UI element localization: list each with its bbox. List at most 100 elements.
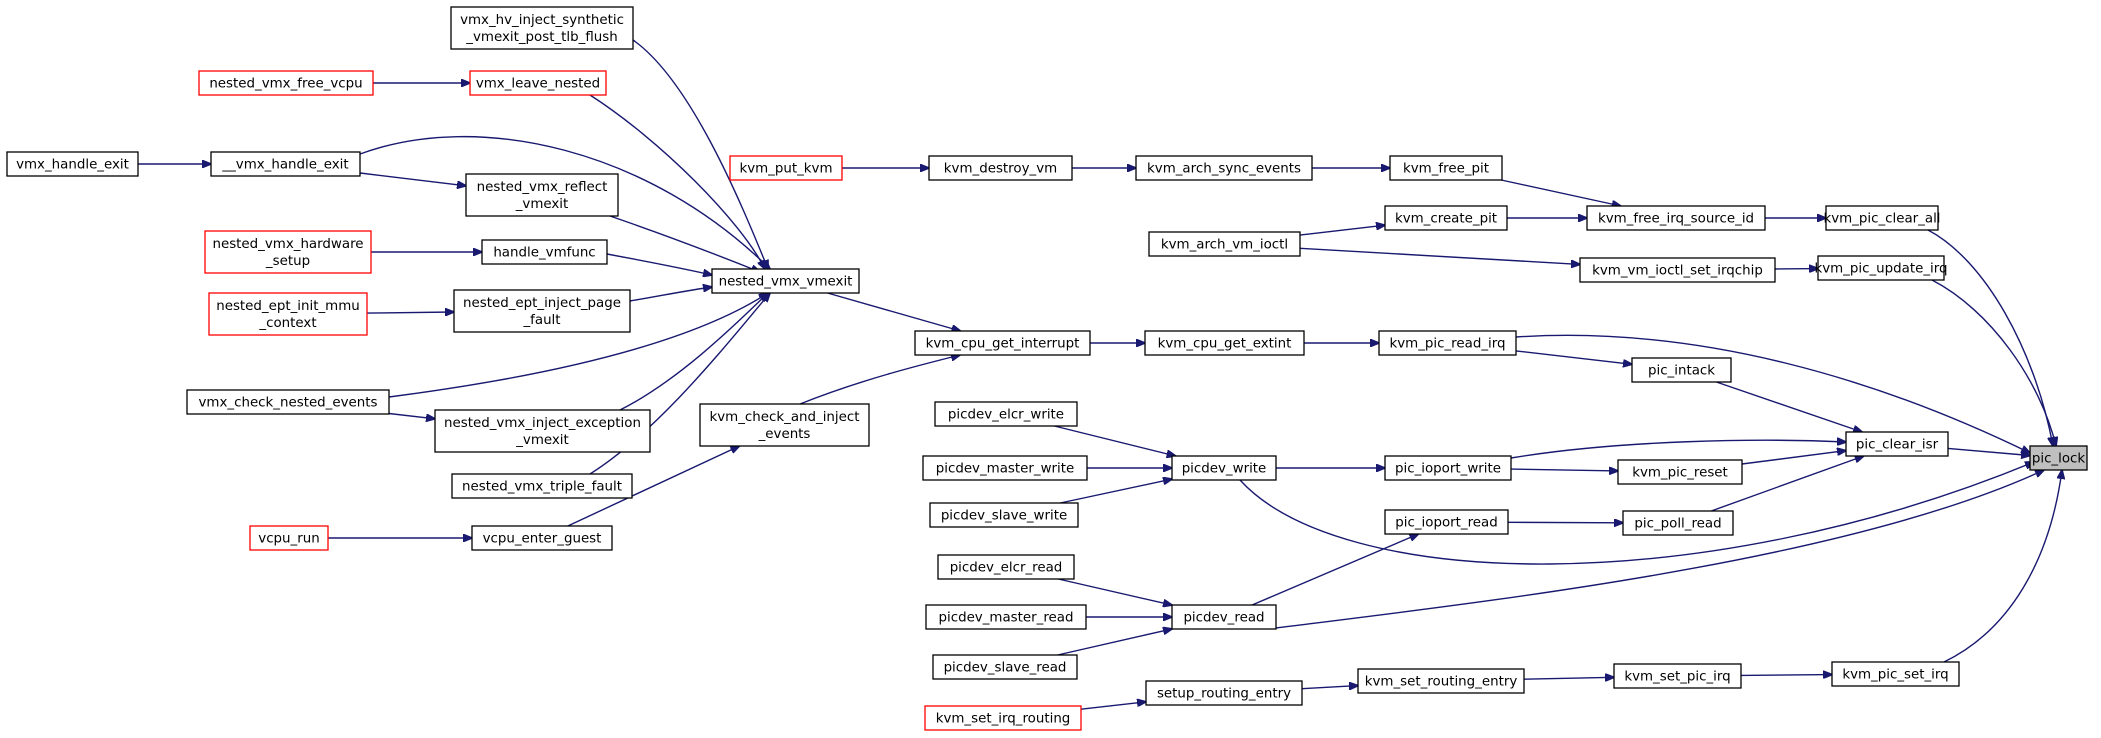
node-picdev-elcr-read[interactable]: picdev_elcr_read xyxy=(937,554,1075,580)
node-kvm-cpu-get-extint[interactable]: kvm_cpu_get_extint xyxy=(1144,330,1305,356)
node-kvm-pic-read-irq[interactable]: kvm_pic_read_irq xyxy=(1378,330,1517,356)
edges-layer xyxy=(138,39,2062,710)
node-pic-ioport-read[interactable]: pic_ioport_read xyxy=(1384,509,1509,535)
edge-arrow xyxy=(799,355,960,405)
node-box xyxy=(922,455,1088,481)
node-pic-intack[interactable]: pic_intack xyxy=(1631,357,1732,383)
node-vmx-handle-exit[interactable]: vmx_handle_exit xyxy=(6,151,139,177)
node-pic-ioport-write[interactable]: pic_ioport_write xyxy=(1384,455,1512,481)
node-kvm-set-pic-irq[interactable]: kvm_set_pic_irq xyxy=(1613,663,1742,689)
edge-nested_ept_inject_page_fault-to-nested_vmx_vmexit xyxy=(629,287,712,302)
edge-arrow xyxy=(1515,334,2030,453)
node-setup-routing-entry[interactable]: setup_routing_entry xyxy=(1145,680,1303,706)
edge-kvm_pic_set_irq-to-pic_lock xyxy=(1943,470,2062,663)
node-nested-vmx-triple-fault[interactable]: nested_vmx_triple_fault xyxy=(451,473,633,499)
node-kvm-pic-reset[interactable]: kvm_pic_reset xyxy=(1617,459,1743,485)
node-label: vmx_leave_nested xyxy=(476,77,600,92)
node-kvm-set-irq-routing[interactable]: kvm_set_irq_routing xyxy=(924,705,1082,731)
edge-arrow xyxy=(359,135,770,269)
node-label: picdev_slave_write xyxy=(941,509,1067,524)
node-picdev-master-write[interactable]: picdev_master_write xyxy=(922,455,1088,481)
node-box xyxy=(210,151,361,177)
node-box xyxy=(1622,510,1734,536)
node-box xyxy=(711,268,860,294)
node-nested-vmx-vmexit[interactable]: nested_vmx_vmexit xyxy=(711,268,860,294)
node-pic-clear-isr[interactable]: pic_clear_isr xyxy=(1845,431,1949,457)
node-nested-ept-init-mmu-context[interactable]: nested_ept_init_mmu_context xyxy=(208,292,368,336)
node-nested-vmx-inject-exception-vmexit[interactable]: nested_vmx_inject_exception_vmexit xyxy=(434,409,651,453)
node-nested-vmx-free-vcpu[interactable]: nested_vmx_free_vcpu xyxy=(198,70,374,96)
node-kvm-set-routing-entry[interactable]: kvm_set_routing_entry xyxy=(1357,668,1525,694)
node-vmx-check-nested-events[interactable]: vmx_check_nested_events xyxy=(186,389,390,415)
node-box xyxy=(1613,663,1742,689)
node-kvm-pic-clear-all[interactable]: kvm_pic_clear_all xyxy=(1823,205,1941,231)
node-pic-lock[interactable]: pic_lock xyxy=(2029,445,2088,471)
node-box xyxy=(929,502,1079,528)
node-label: nested_vmx_reflect xyxy=(477,180,608,195)
node-label: pic_ioport_write xyxy=(1395,462,1501,477)
node-kvm-check-and-inject-events[interactable]: kvm_check_and_inject_events xyxy=(699,403,870,447)
edge-arrow xyxy=(1239,462,2034,565)
node-box xyxy=(1825,205,1939,231)
node-kvm-vm-ioctl-set-irqchip[interactable]: kvm_vm_ioctl_set_irqchip xyxy=(1579,257,1776,283)
node-kvm-pic-update-irq[interactable]: kvm_pic_update_irq xyxy=(1814,255,1948,281)
node-label: kvm_vm_ioctl_set_irqchip xyxy=(1592,264,1763,279)
node-box xyxy=(699,403,870,447)
node-vcpu-run[interactable]: vcpu_run xyxy=(249,525,329,551)
node-pic-poll-read[interactable]: pic_poll_read xyxy=(1622,510,1734,536)
edge-arrow xyxy=(1943,470,2062,663)
node-vmx-leave-nested[interactable]: vmx_leave_nested xyxy=(469,70,607,96)
edge-arrow xyxy=(827,292,961,331)
edge-pic_intack-to-pic_clear_isr xyxy=(1716,381,1862,432)
node-picdev-write[interactable]: picdev_write xyxy=(1171,455,1277,481)
node-box xyxy=(914,330,1091,356)
node-label: nested_vmx_inject_exception xyxy=(444,416,641,431)
node-box xyxy=(204,230,372,274)
node-handle-vmfunc[interactable]: handle_vmfunc xyxy=(481,239,608,265)
node-label: setup_routing_entry xyxy=(1157,687,1291,702)
node-kvm-free-pit[interactable]: kvm_free_pit xyxy=(1389,155,1503,181)
node-kvm-put-kvm[interactable]: kvm_put_kvm xyxy=(729,155,843,181)
edge-arrow xyxy=(388,293,768,398)
node-kvm-create-pit[interactable]: kvm_create_pit xyxy=(1384,205,1508,231)
node-vmx-hv-inject-synthetic[interactable]: vmx_hv_inject_synthetic_vmexit_post_tlb_… xyxy=(450,6,634,50)
node-label: picdev_elcr_read xyxy=(950,561,1063,576)
node-label: vmx_hv_inject_synthetic xyxy=(460,13,624,28)
node-box xyxy=(1171,455,1277,481)
edge-pic_poll_read-to-pic_clear_isr xyxy=(1711,456,1863,512)
node-picdev-slave-read[interactable]: picdev_slave_read xyxy=(932,654,1078,680)
node-kvm-free-irq-source-id[interactable]: kvm_free_irq_source_id xyxy=(1586,205,1766,231)
node-picdev-master-read[interactable]: picdev_master_read xyxy=(925,604,1087,630)
edge-picdev_write-to-pic_lock xyxy=(1239,462,2034,565)
edge-nested_vmx_reflect_vmexit-to-nested_vmx_vmexit xyxy=(609,215,760,272)
edge-arrow xyxy=(1931,279,2056,446)
node-kvm-arch-sync-events[interactable]: kvm_arch_sync_events xyxy=(1135,155,1313,181)
node-box xyxy=(1384,205,1508,231)
edge-nested_vmx_vmexit-to-kvm_cpu_get_interrupt xyxy=(827,292,961,331)
node-label: kvm_pic_reset xyxy=(1632,466,1728,481)
edge-arrow xyxy=(1510,440,1846,459)
node-picdev-read[interactable]: picdev_read xyxy=(1171,604,1277,630)
node-kvm-arch-vm-ioctl[interactable]: kvm_arch_vm_ioctl xyxy=(1148,231,1301,257)
node-label: pic_ioport_read xyxy=(1395,516,1498,531)
edge-arrow xyxy=(1299,225,1385,236)
node-label: nested_vmx_vmexit xyxy=(719,275,853,290)
node-nested-vmx-reflect-vmexit[interactable]: nested_vmx_reflect _vmexit xyxy=(465,173,619,217)
node-picdev-slave-write[interactable]: picdev_slave_write xyxy=(929,502,1079,528)
edge-nested_vmx_triple_fault-to-nested_vmx_vmexit xyxy=(589,293,770,475)
node-box xyxy=(1135,155,1313,181)
edge-arrow xyxy=(606,253,712,275)
node-kvm-pic-set-irq[interactable]: kvm_pic_set_irq xyxy=(1831,661,1960,687)
node-picdev-elcr-write[interactable]: picdev_elcr_write xyxy=(934,401,1078,427)
node-label: kvm_pic_set_irq xyxy=(1842,668,1948,683)
node-nested-vmx-hardware-setup[interactable]: nested_vmx_hardware_setup xyxy=(204,230,372,274)
node-kvm-destroy-vm[interactable]: kvm_destroy_vm xyxy=(928,155,1073,181)
node-box xyxy=(1357,668,1525,694)
node-label: _vmexit xyxy=(515,197,569,212)
node-box xyxy=(1845,431,1949,457)
node---vmx-handle-exit[interactable]: __vmx_handle_exit xyxy=(210,151,361,177)
node-vcpu-enter-guest[interactable]: vcpu_enter_guest xyxy=(471,525,613,551)
edge-arrow xyxy=(629,287,712,302)
node-nested-ept-inject-page-fault[interactable]: nested_ept_inject_page_fault xyxy=(453,289,631,333)
node-kvm-cpu-get-interrupt[interactable]: kvm_cpu_get_interrupt xyxy=(914,330,1091,356)
